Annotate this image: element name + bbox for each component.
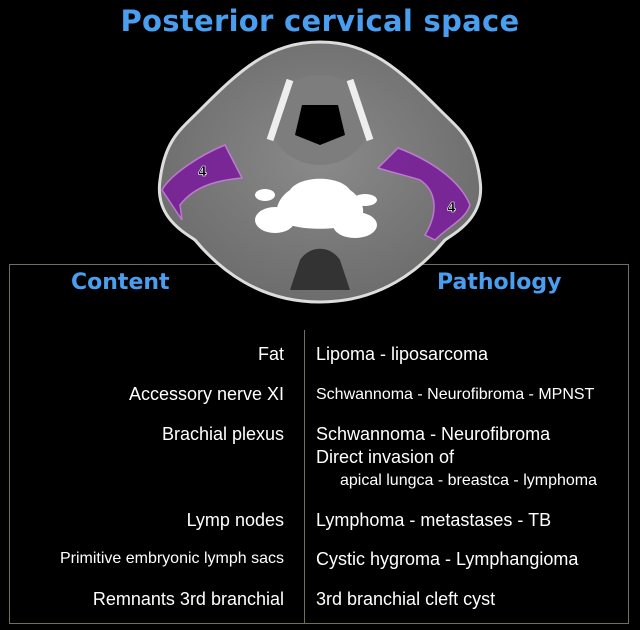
posterior-cervical-space-right — [376, 147, 471, 241]
pathology-cell: Cystic hygroma - Lymphangioma — [316, 549, 579, 569]
content-cell: Accessory nerve XI — [128, 384, 284, 404]
pathology-cell: Lipoma - liposarcoma — [316, 344, 489, 364]
page-title: Posterior cervical space — [120, 4, 520, 38]
region-label-left: 4 — [198, 165, 207, 180]
pathology-cell: Direct invasion of — [316, 447, 455, 467]
pathology-cell: 3rd branchial cleft cyst — [316, 589, 496, 609]
content-cell: Fat — [257, 344, 284, 364]
pathology-cell: Schwannoma - Neurofibroma — [316, 424, 551, 444]
pathology-cell: Lymphoma - metastases - TB — [316, 510, 552, 530]
content-cell: Primitive embryonic lymph sacs — [59, 550, 284, 567]
pathology-header: Pathology — [437, 270, 562, 295]
content-cell: Lymp nodes — [186, 510, 284, 530]
region-label-right: 4 — [447, 201, 456, 216]
pathology-cell: Schwannoma - Neurofibroma - MPNST — [316, 386, 595, 403]
content-cell: Brachial plexus — [161, 424, 284, 444]
posterior-cervical-space-left — [161, 144, 244, 221]
ct-axial-neck-image: 4 4 — [157, 40, 483, 304]
content-header: Content — [71, 270, 170, 295]
pathology-cell: apical lungca - breastca - lymphoma — [340, 472, 598, 489]
content-cell: Remnants 3rd branchial — [92, 589, 284, 609]
column-divider — [304, 330, 305, 624]
